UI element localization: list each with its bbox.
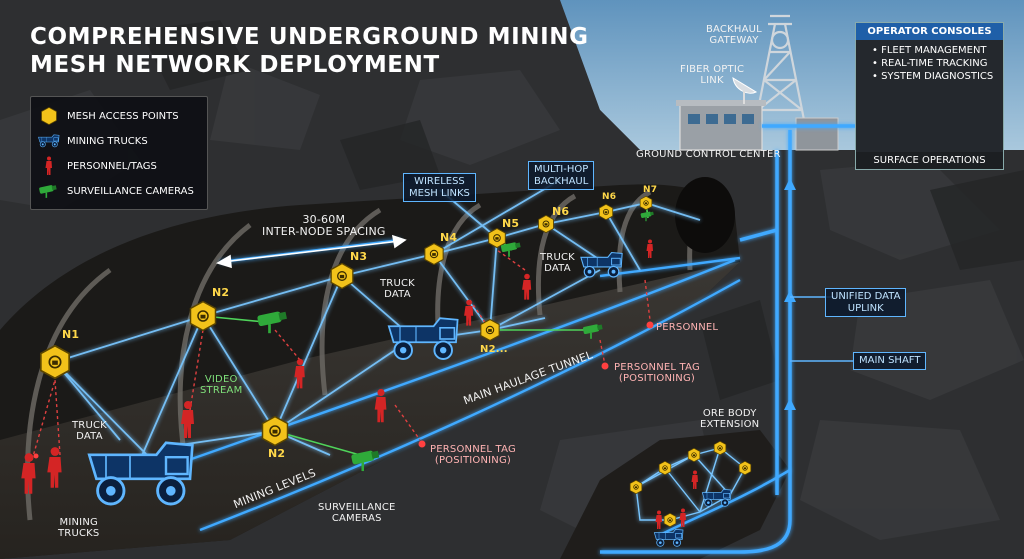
- ore-node-icon: [659, 461, 671, 474]
- legend-label: MINING TRUCKS: [67, 136, 148, 147]
- truck-data-label: TRUCK DATA: [540, 252, 575, 274]
- backhaul-gateway-label: BACKHAUL GATEWAY: [706, 24, 762, 46]
- ore-node-icon: [739, 461, 751, 474]
- mesh-node-n2-upper-icon: [191, 302, 216, 331]
- mesh-node-n3-icon: [331, 264, 353, 289]
- legend-label: PERSONNEL/TAGS: [67, 161, 157, 172]
- camera-icon: [37, 181, 61, 201]
- node-label-n6: N6: [552, 206, 569, 218]
- node-label-n2-more: N2...: [480, 344, 508, 355]
- mining-trucks-label: MINING TRUCKS: [58, 517, 99, 539]
- person-icon: [37, 156, 61, 176]
- surveillance-label: SURVEILLANCE CAMERAS: [318, 502, 396, 524]
- mesh-node-n1-icon: [41, 346, 69, 379]
- personnel-label: PERSONNEL: [656, 322, 718, 333]
- title-line-2: MESH NETWORK DEPLOYMENT: [30, 52, 589, 80]
- unified-uplink-label: UNIFIED DATA UPLINK: [825, 288, 906, 317]
- hexagon-node-icon: [37, 106, 61, 126]
- node-label-n7: N7: [643, 185, 657, 195]
- unified-uplink-text: UNIFIED DATA UPLINK: [831, 291, 900, 314]
- mesh-node-n4-icon: [425, 243, 443, 264]
- title-line-1: COMPREHENSIVE UNDERGROUND MINING: [30, 24, 589, 52]
- main-shaft-text: MAIN SHAFT: [859, 355, 920, 366]
- ground-control-label: GROUND CONTROL CENTER: [636, 149, 781, 160]
- console-feature: • SYSTEM DIAGNOSTICS: [872, 71, 993, 82]
- node-label-n5: N5: [502, 218, 519, 230]
- mining-truck-icon: [37, 131, 61, 151]
- console-feature: • REAL-TIME TRACKING: [872, 58, 988, 69]
- spacing-label: 30-60m INTER-NODE SPACING: [262, 214, 386, 239]
- legend-item-mesh: MESH ACCESS POINTS: [37, 106, 179, 126]
- multi-hop-text: MULTI-HOP BACKHAUL: [534, 164, 588, 187]
- mesh-node-n2c-icon: [481, 319, 499, 340]
- page-title: COMPREHENSIVE UNDERGROUND MINING MESH NE…: [30, 24, 589, 79]
- mesh-node-n2-lower-icon: [263, 417, 288, 446]
- ore-node-icon: [630, 480, 642, 493]
- mesh-node-n6b-icon: [599, 204, 612, 219]
- legend-label: SURVEILLANCE CAMERAS: [67, 186, 194, 197]
- personnel-tag-label: PERSONNEL TAG (POSITIONING): [430, 444, 516, 466]
- node-label-n2: N2: [212, 287, 229, 299]
- console-footer: SURFACE OPERATIONS: [856, 152, 1003, 169]
- console-feature: • FLEET MANAGEMENT: [872, 45, 987, 56]
- legend: MESH ACCESS POINTS MINING TRUCKS PERSONN…: [30, 96, 208, 210]
- mesh-node-n7-icon: [640, 196, 652, 209]
- legend-item-personnel: PERSONNEL/TAGS: [37, 156, 157, 176]
- truck-data-label: TRUCK DATA: [72, 420, 107, 442]
- node-label-n6: N6: [602, 192, 616, 202]
- wireless-mesh-label: WIRELESS MESH LINKS: [403, 173, 476, 202]
- node-label-n1: N1: [62, 329, 79, 341]
- legend-item-trucks: MINING TRUCKS: [37, 131, 148, 151]
- ore-node-icon: [714, 441, 726, 454]
- wireless-mesh-text: WIRELESS MESH LINKS: [409, 176, 470, 199]
- console-header: OPERATOR CONSOLES: [856, 23, 1003, 40]
- truck-data-label: TRUCK DATA: [380, 278, 415, 300]
- ore-body-label: ORE BODY EXTENSION: [700, 408, 759, 430]
- legend-label: MESH ACCESS POINTS: [67, 111, 179, 122]
- fiber-optic-link-label: FIBER OPTIC LINK: [680, 64, 744, 86]
- legend-item-cameras: SURVEILLANCE CAMERAS: [37, 181, 194, 201]
- operator-console-panel: OPERATOR CONSOLES • FLEET MANAGEMENT • R…: [855, 22, 1004, 170]
- personnel-tag-label: PERSONNEL TAG (POSITIONING): [614, 362, 700, 384]
- main-shaft-label: MAIN SHAFT: [853, 352, 926, 370]
- node-label-n2: N2: [268, 448, 285, 460]
- node-label-n3: N3: [350, 251, 367, 263]
- mesh-node-n5-icon: [489, 228, 506, 247]
- ore-node-icon: [688, 448, 700, 461]
- node-label-n4: N4: [440, 232, 457, 244]
- ore-node-icon: [664, 513, 676, 526]
- video-stream-label: VIDEO STREAM: [200, 374, 242, 396]
- multi-hop-label: MULTI-HOP BACKHAUL: [528, 161, 594, 190]
